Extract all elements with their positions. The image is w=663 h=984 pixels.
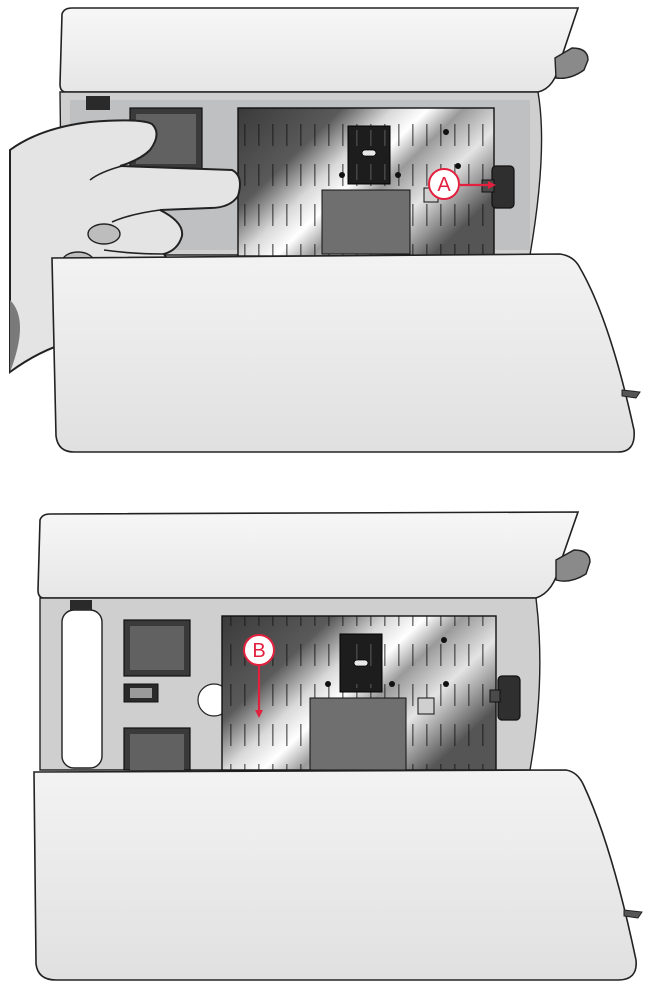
bottom-bobbin-lever-face (130, 688, 152, 698)
bottom-release-lever (490, 690, 500, 702)
top-bobbin-dark (86, 96, 110, 110)
top-front-bed (52, 254, 634, 452)
bottom-upper-cover (38, 512, 578, 598)
bottom-left-notch (70, 600, 92, 610)
bottom-release-button (498, 676, 520, 720)
bottom-bobbin-cover-face (130, 626, 184, 670)
panel-bottom: B (34, 512, 642, 980)
bottom-bed-foot (624, 910, 642, 918)
bottom-bobbin-holder-face (130, 734, 184, 770)
top-release-button (492, 166, 514, 208)
callout-b-label: B (252, 640, 265, 662)
panel-top: A (10, 8, 640, 452)
bottom-left-opening (62, 610, 102, 768)
callout-a-label: A (437, 174, 451, 196)
top-upper-cover (60, 8, 578, 92)
bottom-front-bed (34, 770, 636, 980)
top-bed-foot (622, 390, 640, 398)
